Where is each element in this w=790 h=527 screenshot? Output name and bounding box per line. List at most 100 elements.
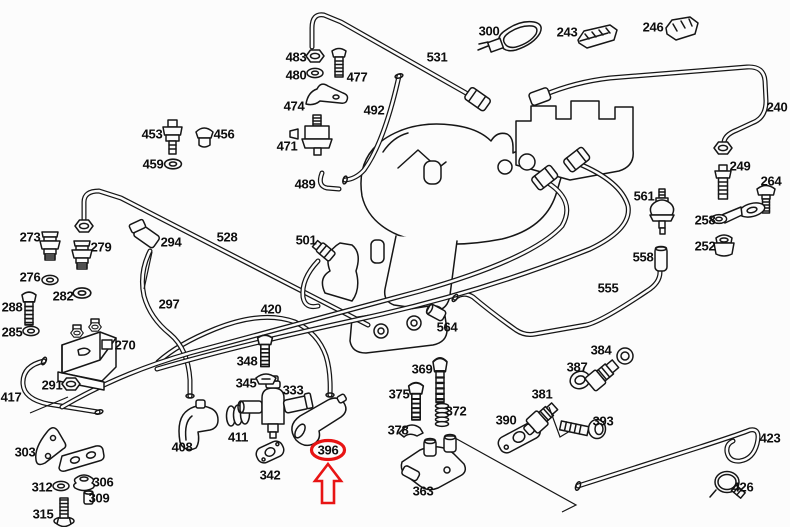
- part-294-art: [128, 218, 160, 290]
- part-label-501[interactable]: 501: [295, 232, 317, 248]
- part-label-303[interactable]: 303: [14, 444, 36, 460]
- metering-unit-art: [321, 100, 634, 354]
- part-label-384[interactable]: 384: [590, 342, 612, 358]
- part-label-387[interactable]: 387: [566, 359, 588, 375]
- part-label-528[interactable]: 528: [216, 229, 238, 245]
- part-label-369[interactable]: 369: [411, 361, 433, 377]
- part-453-art: [162, 119, 183, 155]
- part-label-492[interactable]: 492: [363, 102, 385, 118]
- part-label-246[interactable]: 246: [642, 19, 664, 35]
- part-label-243[interactable]: 243: [556, 24, 578, 40]
- part-label-459[interactable]: 459: [142, 156, 164, 172]
- part-label-372[interactable]: 372: [445, 403, 467, 419]
- part-label-273[interactable]: 273: [19, 229, 41, 245]
- part-label-408[interactable]: 408: [171, 439, 193, 455]
- part-label-333[interactable]: 333: [282, 382, 304, 398]
- part-372-art: [434, 402, 450, 428]
- part-291-art: [61, 377, 81, 391]
- part-264-art: [756, 184, 776, 214]
- part-471-art: [289, 114, 333, 156]
- part-label-426[interactable]: 426: [732, 479, 754, 495]
- part-label-288[interactable]: 288: [1, 299, 23, 315]
- part-label-270[interactable]: 270: [114, 337, 136, 353]
- part-369-art: [431, 356, 449, 404]
- part-459-art: [163, 158, 183, 170]
- part-561-art: [649, 188, 675, 235]
- part-label-555[interactable]: 555: [597, 280, 619, 296]
- part-label-423[interactable]: 423: [759, 430, 781, 446]
- part-label-312[interactable]: 312: [31, 479, 53, 495]
- banjo-fittings: [74, 86, 733, 233]
- part-label-381[interactable]: 381: [531, 386, 553, 402]
- part-label-558[interactable]: 558: [632, 249, 654, 265]
- part-558-art: [654, 245, 668, 272]
- part-label-378[interactable]: 378: [387, 422, 409, 438]
- part-label-474[interactable]: 474: [283, 98, 305, 114]
- part-303-art: [34, 427, 105, 472]
- part-label-258[interactable]: 258: [694, 212, 716, 228]
- part-393-art: [558, 418, 607, 440]
- part-306-art: [72, 474, 96, 492]
- part-label-471[interactable]: 471: [276, 138, 298, 154]
- part-label-480[interactable]: 480: [285, 67, 307, 83]
- part-label-306[interactable]: 306: [92, 474, 114, 490]
- part-label-561[interactable]: 561: [633, 188, 655, 204]
- part-label-348[interactable]: 348: [236, 353, 258, 369]
- part-label-285[interactable]: 285: [1, 324, 23, 340]
- part-label-420[interactable]: 420: [260, 301, 282, 317]
- part-246-art: [665, 16, 699, 41]
- part-480-art: [306, 67, 324, 79]
- part-label-294[interactable]: 294: [160, 234, 182, 250]
- part-label-396[interactable]: 396: [317, 442, 339, 458]
- part-315-art: [53, 497, 75, 527]
- part-label-393[interactable]: 393: [592, 413, 614, 429]
- part-label-531[interactable]: 531: [426, 49, 448, 65]
- part-label-309[interactable]: 309: [88, 490, 110, 506]
- part-375-art: [407, 381, 425, 421]
- part-label-240[interactable]: 240: [766, 99, 788, 115]
- part-300-art: [477, 20, 542, 53]
- part-label-264[interactable]: 264: [760, 173, 782, 189]
- part-label-252[interactable]: 252: [694, 238, 716, 254]
- part-249-art: [714, 164, 732, 200]
- part-label-342[interactable]: 342: [259, 467, 281, 483]
- part-345-art: [255, 373, 277, 385]
- part-label-489[interactable]: 489: [294, 176, 316, 192]
- part-501-art: [311, 239, 336, 262]
- part-label-411[interactable]: 411: [227, 429, 249, 445]
- highlight-arrow: [312, 461, 344, 505]
- part-label-249[interactable]: 249: [729, 158, 751, 174]
- part-387-art: [569, 370, 591, 390]
- part-label-477[interactable]: 477: [346, 69, 368, 85]
- part-label-345[interactable]: 345: [235, 375, 257, 391]
- part-477-art: [331, 47, 347, 78]
- part-279-art: [71, 240, 93, 270]
- tube-end-caps: [40, 73, 582, 492]
- part-243-art: [577, 24, 618, 49]
- part-label-564[interactable]: 564: [436, 319, 458, 335]
- part-label-291[interactable]: 291: [41, 377, 63, 393]
- part-426-art: [709, 470, 746, 499]
- part-label-297[interactable]: 297: [158, 296, 180, 312]
- part-label-282[interactable]: 282: [52, 288, 74, 304]
- part-285-art: [22, 325, 40, 337]
- part-456-art: [195, 127, 214, 148]
- part-label-483[interactable]: 483: [285, 49, 307, 65]
- part-label-276[interactable]: 276: [19, 269, 41, 285]
- part-label-375[interactable]: 375: [388, 386, 410, 402]
- part-label-300[interactable]: 300: [478, 23, 500, 39]
- part-363-art: [400, 433, 578, 513]
- part-label-390[interactable]: 390: [495, 412, 517, 428]
- part-564-art: [425, 303, 447, 322]
- part-label-453[interactable]: 453: [141, 126, 163, 142]
- part-342-art: [255, 440, 285, 464]
- part-312-art: [52, 480, 70, 492]
- part-258-art: [710, 202, 766, 225]
- part-label-279[interactable]: 279: [90, 239, 112, 255]
- part-270-art: [29, 318, 117, 414]
- part-label-417[interactable]: 417: [0, 389, 22, 405]
- part-label-315[interactable]: 315: [32, 506, 54, 522]
- part-label-363[interactable]: 363: [412, 483, 434, 499]
- part-label-456[interactable]: 456: [213, 126, 235, 142]
